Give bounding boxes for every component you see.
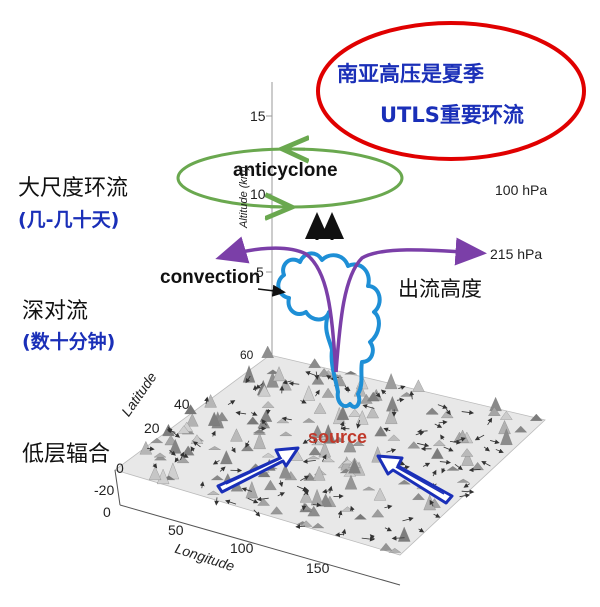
- pressure-215-label: 215 hPa: [490, 246, 542, 262]
- latitude-tick-label-0: 0: [116, 460, 124, 476]
- source-label: source: [308, 427, 367, 448]
- large-scale-circulation-label: 大尺度环流: [18, 170, 128, 202]
- outflow-arrow-right: [336, 250, 480, 372]
- latitude-tick-label-20: 20: [144, 420, 160, 436]
- altitude-tick-label-15: 15: [250, 108, 266, 124]
- terrain-peak: [412, 380, 424, 392]
- longitude-tick-label-100: 100: [230, 540, 253, 556]
- longitude-tick-label-0: 0: [103, 504, 111, 520]
- deep-convection-label: 深对流: [22, 293, 88, 325]
- large-scale-timescale-label: (几-几十天): [18, 205, 119, 232]
- wind-vector: [333, 496, 342, 497]
- longitude-tick-label-150: 150: [306, 560, 329, 576]
- callout-line-1: 南亚高压是夏季: [337, 58, 484, 88]
- pressure-100-label: 100 hPa: [495, 182, 547, 198]
- low-level-convergence-label: 低层辐合: [22, 436, 110, 468]
- altitude-tick-label-10: 10: [250, 186, 266, 202]
- latitude-tick-label-neg20: -20: [94, 482, 114, 498]
- deep-convection-timescale-label: (数十分钟): [22, 327, 115, 354]
- callout-line-2: UTLS重要环流: [380, 99, 524, 129]
- outflow-height-label: 出流高度: [398, 273, 482, 303]
- callout-ring: [318, 23, 584, 159]
- terrain-peak: [385, 373, 397, 388]
- wind-vector: [304, 503, 305, 509]
- latitude-tick-label-40: 40: [174, 396, 190, 412]
- altitude-axis-label: Altitude (km): [238, 166, 250, 228]
- convection-label: convection: [160, 267, 260, 289]
- latitude-tick-label-60: 60: [240, 348, 253, 362]
- altitude-tick-label-5: 5: [256, 264, 264, 280]
- terrain-peak: [309, 359, 321, 368]
- longitude-tick-label-50: 50: [168, 522, 184, 538]
